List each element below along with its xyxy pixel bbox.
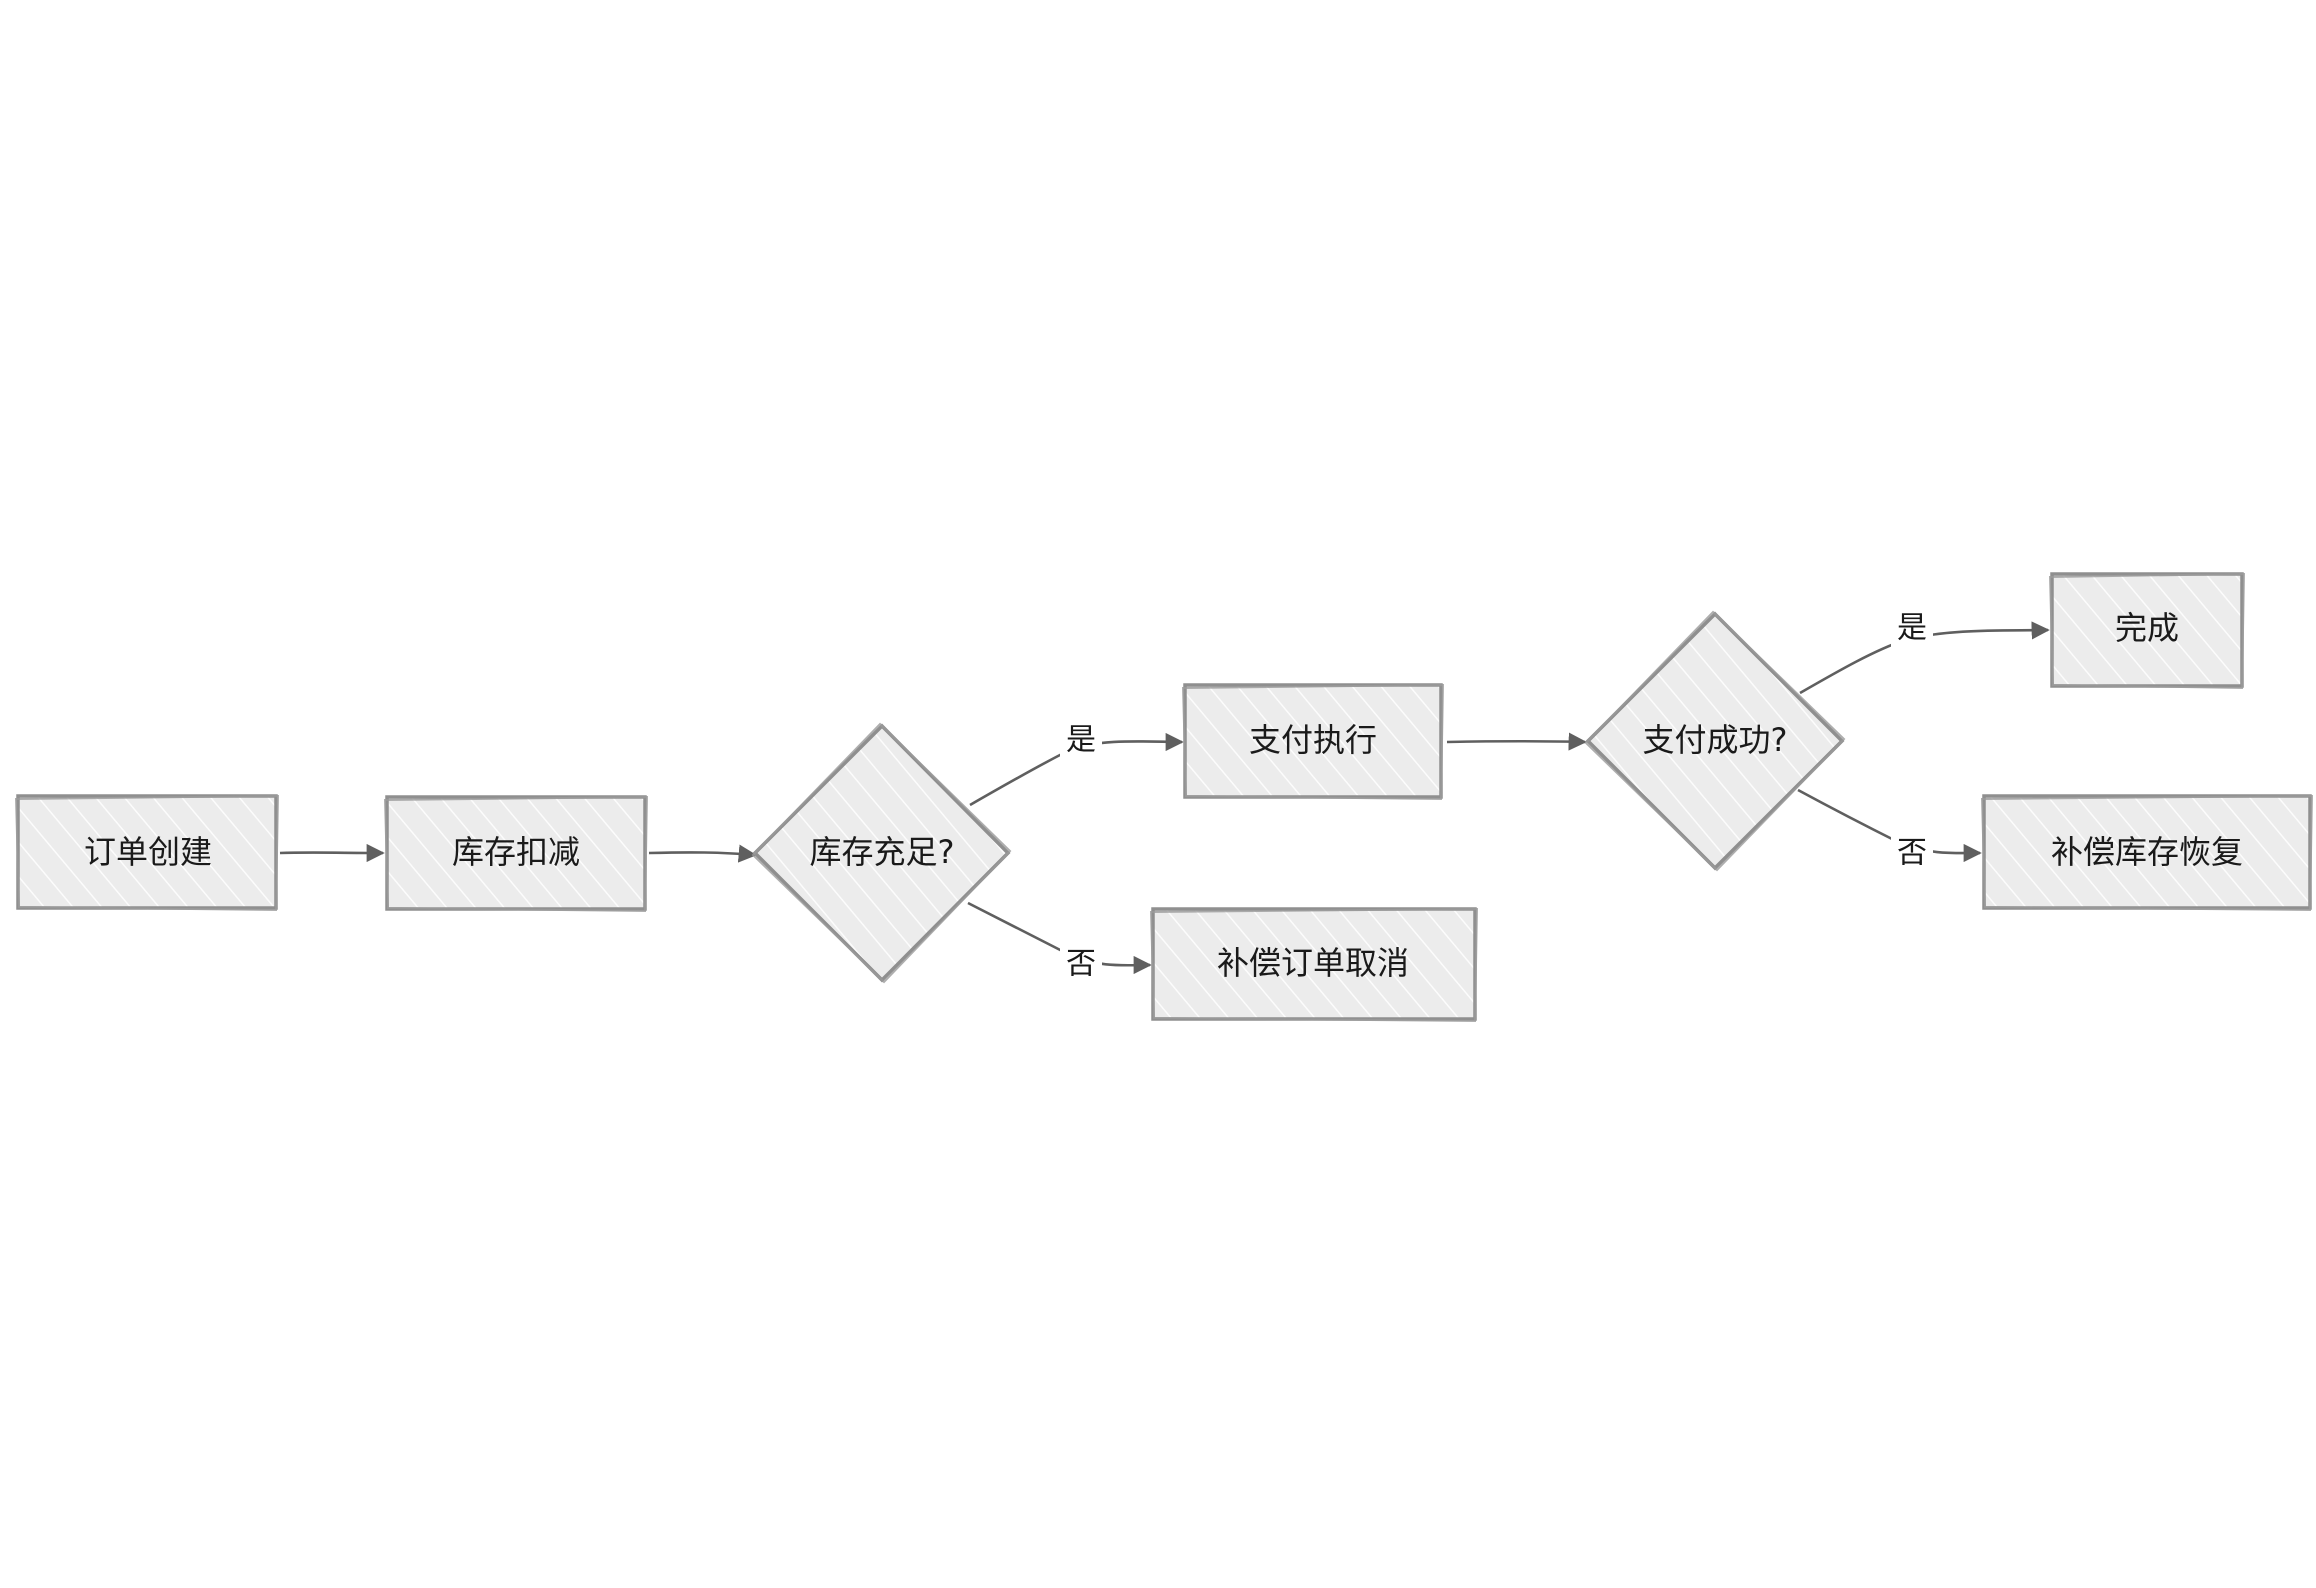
node-stock-check: 库存充足? (751, 722, 1012, 984)
edge-payment-check-yes: 是 (1799, 607, 2050, 695)
edge-stock-check-no: 否 (967, 901, 1152, 985)
node-restore-stock: 补偿库存恢复 (1980, 794, 2314, 912)
node-label-payment-check: 支付成功? (1643, 721, 1788, 759)
edge-label-yes-1: 是 (1066, 723, 1096, 758)
node-complete: 完成 (2048, 572, 2246, 690)
node-label-restore-stock: 补偿库存恢复 (2051, 833, 2243, 871)
edge-stock-deduct-to-stock-check (648, 844, 757, 863)
edge-payment-exec-to-payment-check (1446, 732, 1587, 751)
nodes: 订单创建 库存扣减 库存充足? 支付执行 补偿订单取消 (14, 572, 2314, 1023)
node-cancel-order: 补偿订单取消 (1149, 907, 1479, 1023)
node-label-complete: 完成 (2115, 609, 2179, 647)
node-payment-check: 支付成功? (1584, 610, 1846, 872)
edges: 是 否 是 否 (279, 607, 2050, 985)
node-label-stock-check: 库存充足? (810, 833, 955, 871)
node-payment-exec: 支付执行 (1181, 683, 1445, 801)
node-label-cancel-order: 补偿订单取消 (1217, 944, 1409, 982)
node-label-stock-deduct: 库存扣减 (452, 833, 580, 871)
node-label-payment-exec: 支付执行 (1249, 721, 1377, 759)
node-order-create: 订单创建 (14, 794, 280, 912)
node-label-order-create: 订单创建 (84, 833, 212, 871)
edge-label-yes-2: 是 (1897, 611, 1927, 646)
node-stock-deduct: 库存扣减 (383, 795, 649, 913)
edge-label-no-2: 否 (1897, 836, 1927, 871)
edge-stock-check-yes: 是 (969, 720, 1184, 807)
edge-payment-check-no: 否 (1797, 788, 1982, 874)
edge-label-no-1: 否 (1066, 947, 1096, 982)
